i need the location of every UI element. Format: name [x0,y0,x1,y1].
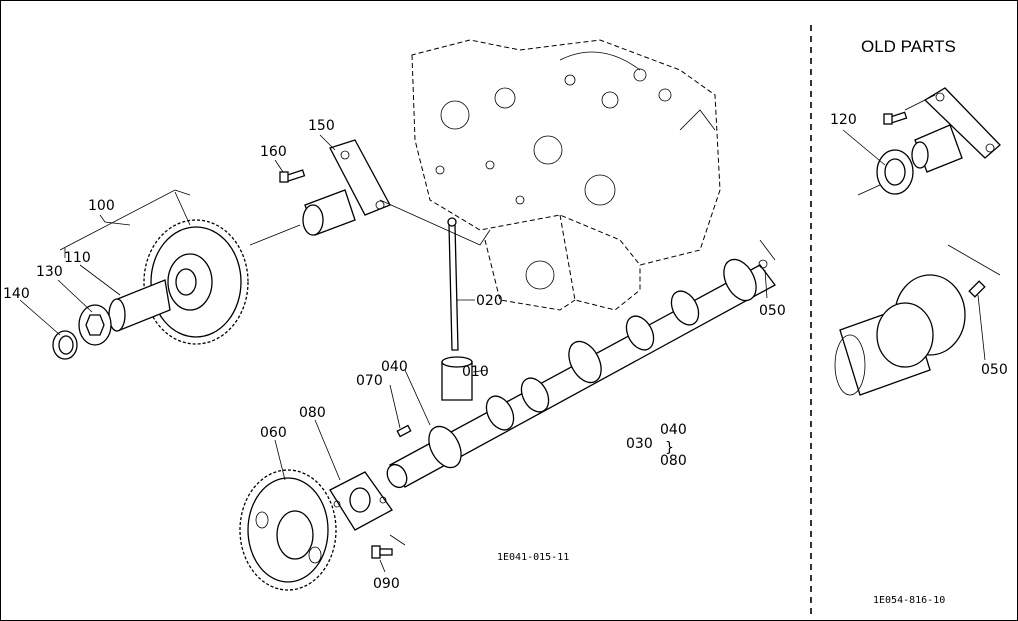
leader-lines [19,134,776,573]
callout-070: 070 [356,373,383,389]
cam-gear-lower [239,469,337,591]
old-bracket [911,87,1001,173]
push-rod [447,217,459,351]
callout-100: 100 [88,198,115,214]
callout-020: 020 [476,293,503,309]
camshaft [386,258,776,489]
old-thrust-washer [876,149,914,195]
callout-140: 140 [3,286,30,302]
camshaft-bracket [302,139,391,236]
callout-010: 010 [462,364,489,380]
callout-090: 090 [373,576,400,592]
callout-050: 050 [759,303,786,319]
drawing-number-main: 1E041-015-11 [497,552,569,563]
cam-gear-upper [143,219,249,345]
callout-150: 150 [308,118,335,134]
callout-030: 030 [626,436,653,452]
camshaft-key [396,424,412,438]
callout-080: 080 [299,405,326,421]
old-camshaft-end [834,274,986,396]
tappet [441,356,473,401]
collar [78,304,112,346]
old-parts-title: OLD PARTS [861,37,956,56]
engine-block-outline [411,39,721,311]
thrust-plate-bolt [371,545,393,559]
old-bracket-bolt [883,111,908,125]
old-parts-leader-lines [842,94,1001,361]
callout-160: 160 [260,144,287,160]
callout-050-old: 050 [981,362,1008,378]
callout-110: 110 [64,250,91,266]
callout-130: 130 [36,264,63,280]
callout-120-old: 120 [830,112,857,128]
callout-040: 040 [381,359,408,375]
drawing-number-old: 1E054-816-10 [873,595,945,606]
range-brace: } [665,440,674,456]
thrust-plate [329,471,393,531]
bracket-bolt [279,169,306,183]
callout-080-range: 080 [660,453,687,469]
callout-040-range: 040 [660,422,687,438]
idle-gear-shaft [108,279,171,332]
circlip [52,330,78,360]
callout-060: 060 [260,425,287,441]
